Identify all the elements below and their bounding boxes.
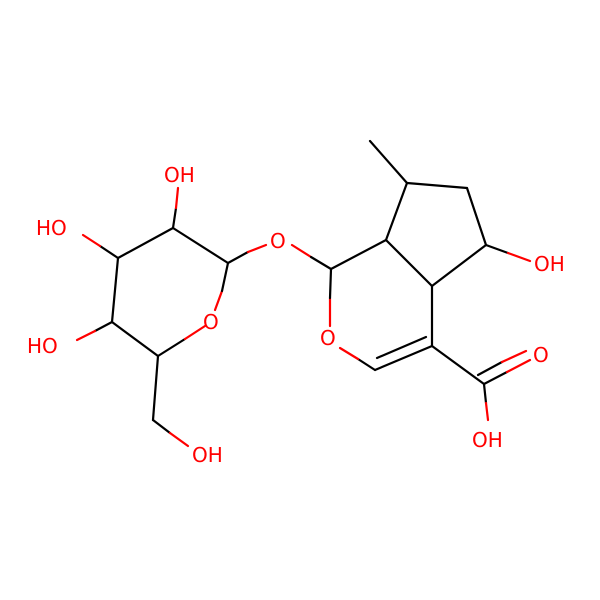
bond-cooh-dbl2-a (476, 360, 504, 377)
bond-c3-opyran-b (338, 346, 360, 361)
bond-c4-c3-double (375, 335, 428, 360)
bond-c3-opyran-a (356, 357, 377, 372)
label-oh-sugar-c2: OH (164, 163, 195, 187)
bond-c7a-c4a (384, 238, 434, 288)
bond-oring-c1-b (220, 261, 230, 293)
bond-c4-oh-a (93, 320, 114, 333)
bond-c1-oglyc-a (226, 250, 250, 265)
bond-c3-c4 (110, 256, 120, 324)
sugar-ring-bonds (110, 226, 230, 358)
bond-c5-oring-b (183, 324, 207, 341)
bond-c3-oh-a (98, 244, 120, 260)
atom-labels: OH HO HO O O OH O OH O OH (27, 163, 565, 467)
sugar-substituent-bonds (75, 186, 333, 448)
bond-c5-c4a (430, 243, 488, 288)
label-o-sugar-ring: O (203, 310, 219, 334)
bond-c5-oh-a (484, 243, 510, 255)
label-oh-sugar-c6: OH (192, 443, 223, 467)
bond-c2-oh-b (174, 186, 180, 210)
bond-c1-c2 (171, 226, 230, 265)
label-o-carbonyl: O (533, 343, 549, 367)
bond-oring-c1-a (213, 289, 224, 312)
bond-c1p-c7a (329, 238, 388, 271)
bond-c4-c3-single (373, 344, 434, 372)
label-oh-cyclopentane: OH (534, 252, 565, 276)
bond-c4-c5 (110, 320, 160, 358)
label-ho-sugar-c4: HO (27, 334, 58, 358)
bond-cooh-oh-a (482, 382, 488, 405)
bond-c7-c6 (405, 181, 469, 190)
bond-c5-oring-a (156, 337, 187, 358)
bond-c5-c6 (151, 354, 160, 422)
bond-c1-oglyc-b (246, 243, 268, 254)
label-o-glycosidic: O (270, 229, 286, 253)
bond-c4-cooh (430, 344, 486, 386)
bond-cooh-dbl1-b (505, 358, 532, 374)
label-oh-carboxyl: OH (472, 428, 503, 452)
bond-oglyc-c1p-b (309, 255, 333, 271)
bond-c6-oh-a (151, 418, 172, 435)
aglycone-bonds (328, 139, 532, 422)
bond-oglyc-c1p-a (290, 243, 313, 259)
label-o-pyran-ring: O (320, 326, 336, 350)
bond-opyran-c1p-b (328, 267, 333, 300)
bond-cooh-dbl1-a (482, 370, 509, 386)
bond-c4-oh-b (75, 329, 97, 342)
bond-c7a-c7 (384, 181, 409, 242)
bond-c6-oh-b (168, 431, 190, 448)
bond-c7-methyl (368, 139, 409, 185)
bond-c6-c5 (465, 186, 488, 247)
bond-c2-c3 (116, 226, 175, 260)
bond-cooh-oh-b (484, 401, 490, 422)
bond-cooh-dbl2-b (500, 349, 528, 364)
label-ho-sugar-c3: HO (36, 216, 67, 240)
bond-c2-oh-a (171, 206, 178, 230)
bond-c5-oh-b (506, 251, 532, 263)
bond-c3-oh-b (81, 233, 102, 248)
